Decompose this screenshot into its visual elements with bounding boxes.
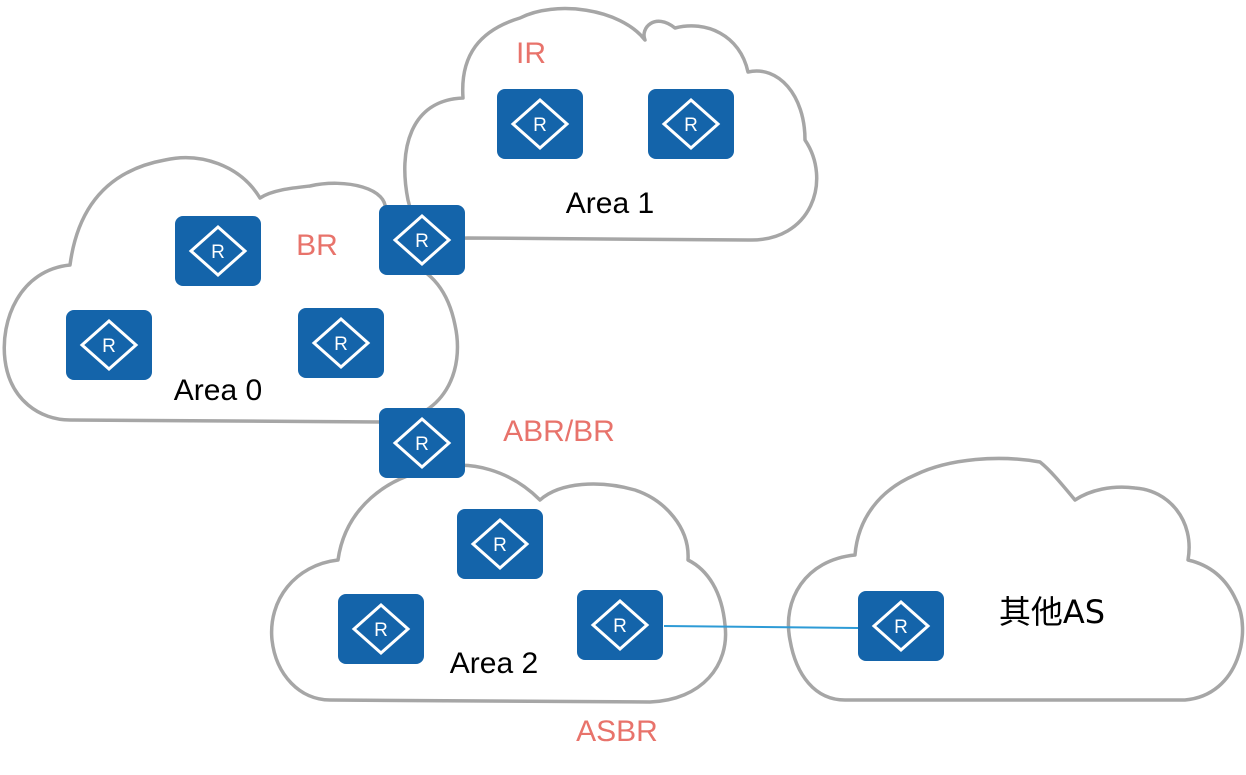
cloud-area-1-outline: [403, 6, 819, 242]
ir-role-label: IR: [516, 37, 546, 70]
router-symbol: R: [613, 616, 627, 637]
router-icon-area0-left[interactable]: R: [66, 310, 152, 380]
router-symbol: R: [684, 115, 698, 136]
cloud-other-as: [786, 456, 1245, 702]
area-1-label: Area 1: [566, 187, 654, 220]
asbr-role-label: ASBR: [576, 715, 658, 748]
router-icon-asbr[interactable]: R: [577, 590, 663, 660]
router-icon-area2-left[interactable]: R: [338, 594, 424, 664]
router-icon-area0-right[interactable]: R: [298, 308, 384, 378]
router-icon-area2-top[interactable]: R: [457, 509, 543, 579]
router-symbol: R: [415, 231, 429, 252]
router-icon-abr-br[interactable]: R: [379, 408, 465, 478]
cloud-area-1: [403, 6, 819, 242]
link-asbr-other-as: [663, 625, 859, 629]
abr-br-role-label: ABR/BR: [503, 415, 615, 448]
router-symbol: R: [894, 617, 908, 638]
router-icon-br[interactable]: R: [379, 205, 465, 275]
area-0-label: Area 0: [174, 374, 262, 407]
router-icon-area0-top[interactable]: R: [175, 216, 261, 286]
router-symbol: R: [493, 535, 507, 556]
router-symbol: R: [415, 434, 429, 455]
router-symbol: R: [533, 115, 547, 136]
br-role-label: BR: [296, 229, 338, 262]
area-2-label: Area 2: [450, 647, 538, 680]
cloud-other-as-outline: [786, 456, 1245, 702]
router-symbol: R: [102, 336, 116, 357]
router-icon-other-as[interactable]: R: [858, 591, 944, 661]
router-icon-area1-ir[interactable]: R: [497, 89, 583, 159]
router-symbol: R: [211, 242, 225, 263]
other-as-label: 其他AS: [999, 593, 1105, 631]
routers: R R R R R R R: [66, 89, 944, 664]
router-symbol: R: [374, 620, 388, 641]
router-symbol: R: [334, 334, 348, 355]
router-icon-area1-b[interactable]: R: [648, 89, 734, 159]
